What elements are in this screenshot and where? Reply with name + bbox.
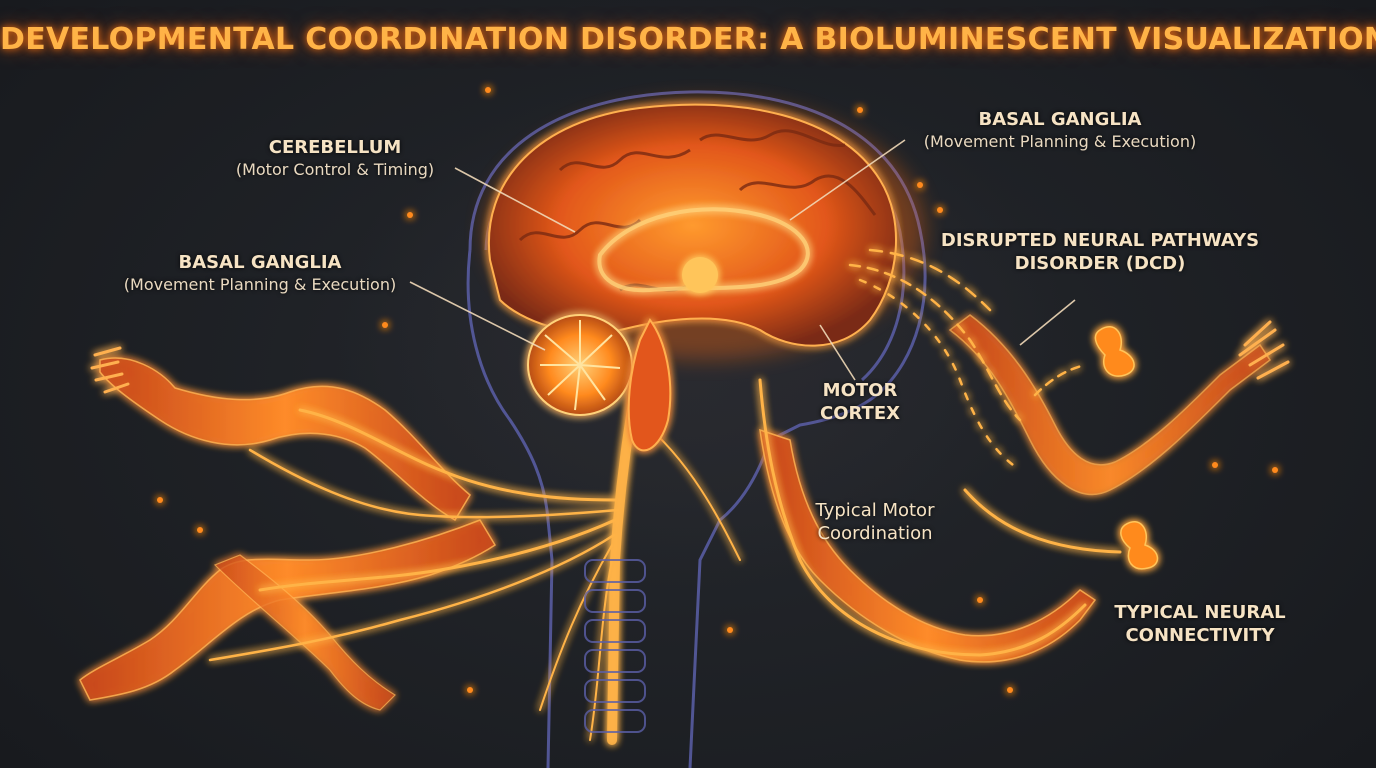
label-basal-ganglia-left-heading: BASAL GANGLIA — [178, 252, 342, 273]
label-typical-motor-line1: Typical Motor — [815, 500, 935, 521]
label-motor-cortex: MOTOR CORTEX — [805, 380, 915, 425]
label-cerebellum-heading: CEREBELLUM — [268, 137, 402, 158]
label-basal-ganglia-left: BASAL GANGLIA (Movement Planning & Execu… — [95, 252, 425, 295]
cerebellum — [527, 314, 633, 416]
label-typical-motor: Typical Motor Coordination — [790, 500, 960, 545]
brain — [485, 100, 925, 360]
label-cerebellum: CEREBELLUM (Motor Control & Timing) — [210, 137, 460, 180]
label-typical-neural: TYPICAL NEURAL CONNECTIVITY — [1095, 602, 1305, 647]
label-typical-neural-line1: TYPICAL NEURAL — [1114, 602, 1286, 623]
label-disrupted-pathways: DISRUPTED NEURAL PATHWAYS DISORDER (DCD) — [925, 230, 1275, 275]
label-connectors — [409, 139, 1076, 381]
page-title: DEVELOPMENTAL COORDINATION DISORDER: A B… — [0, 22, 1376, 57]
label-motor-cortex-line2: CORTEX — [819, 402, 900, 424]
label-disrupted-line2: DISORDER (DCD) — [1014, 252, 1186, 274]
right-arm-disrupted — [948, 314, 1290, 496]
label-disrupted-line1: DISRUPTED NEURAL PATHWAYS — [940, 230, 1260, 251]
left-arm — [90, 346, 471, 522]
label-motor-cortex-line1: MOTOR — [822, 380, 898, 401]
label-typical-neural-line2: CONNECTIVITY — [1125, 624, 1275, 646]
synapses — [1094, 326, 1159, 570]
brainstem — [627, 318, 672, 452]
label-basal-ganglia-left-sub: (Movement Planning & Execution) — [123, 274, 397, 294]
label-basal-ganglia-right-heading: BASAL GANGLIA — [978, 109, 1142, 130]
label-basal-ganglia-right-sub: (Movement Planning & Execution) — [923, 131, 1197, 151]
disrupted-pathways — [848, 248, 1122, 554]
label-cerebellum-sub: (Motor Control & Timing) — [235, 159, 435, 179]
sparks — [157, 87, 1278, 693]
vertebrae — [584, 559, 646, 733]
left-leg — [79, 519, 497, 711]
right-arm-typical — [759, 428, 1097, 663]
label-typical-motor-line2: Coordination — [817, 522, 933, 544]
label-basal-ganglia-right: BASAL GANGLIA (Movement Planning & Execu… — [895, 109, 1225, 152]
